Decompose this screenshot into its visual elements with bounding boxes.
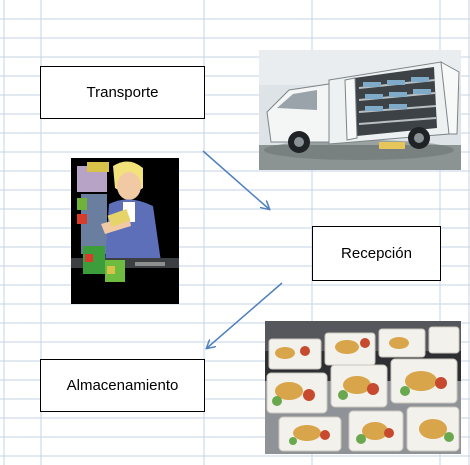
packaged-food-tray-image [265,321,461,454]
step-box-transporte: Transporte [40,66,205,119]
step-label: Almacenamiento [66,377,179,394]
step-label: Recepción [341,245,412,262]
store-clerk-clipart [71,158,179,304]
step-label: Transporte [86,84,159,101]
delivery-van-image [259,50,461,170]
step-box-almacenamiento: Almacenamiento [40,359,205,412]
step-box-recepcion: Recepción [312,226,441,281]
